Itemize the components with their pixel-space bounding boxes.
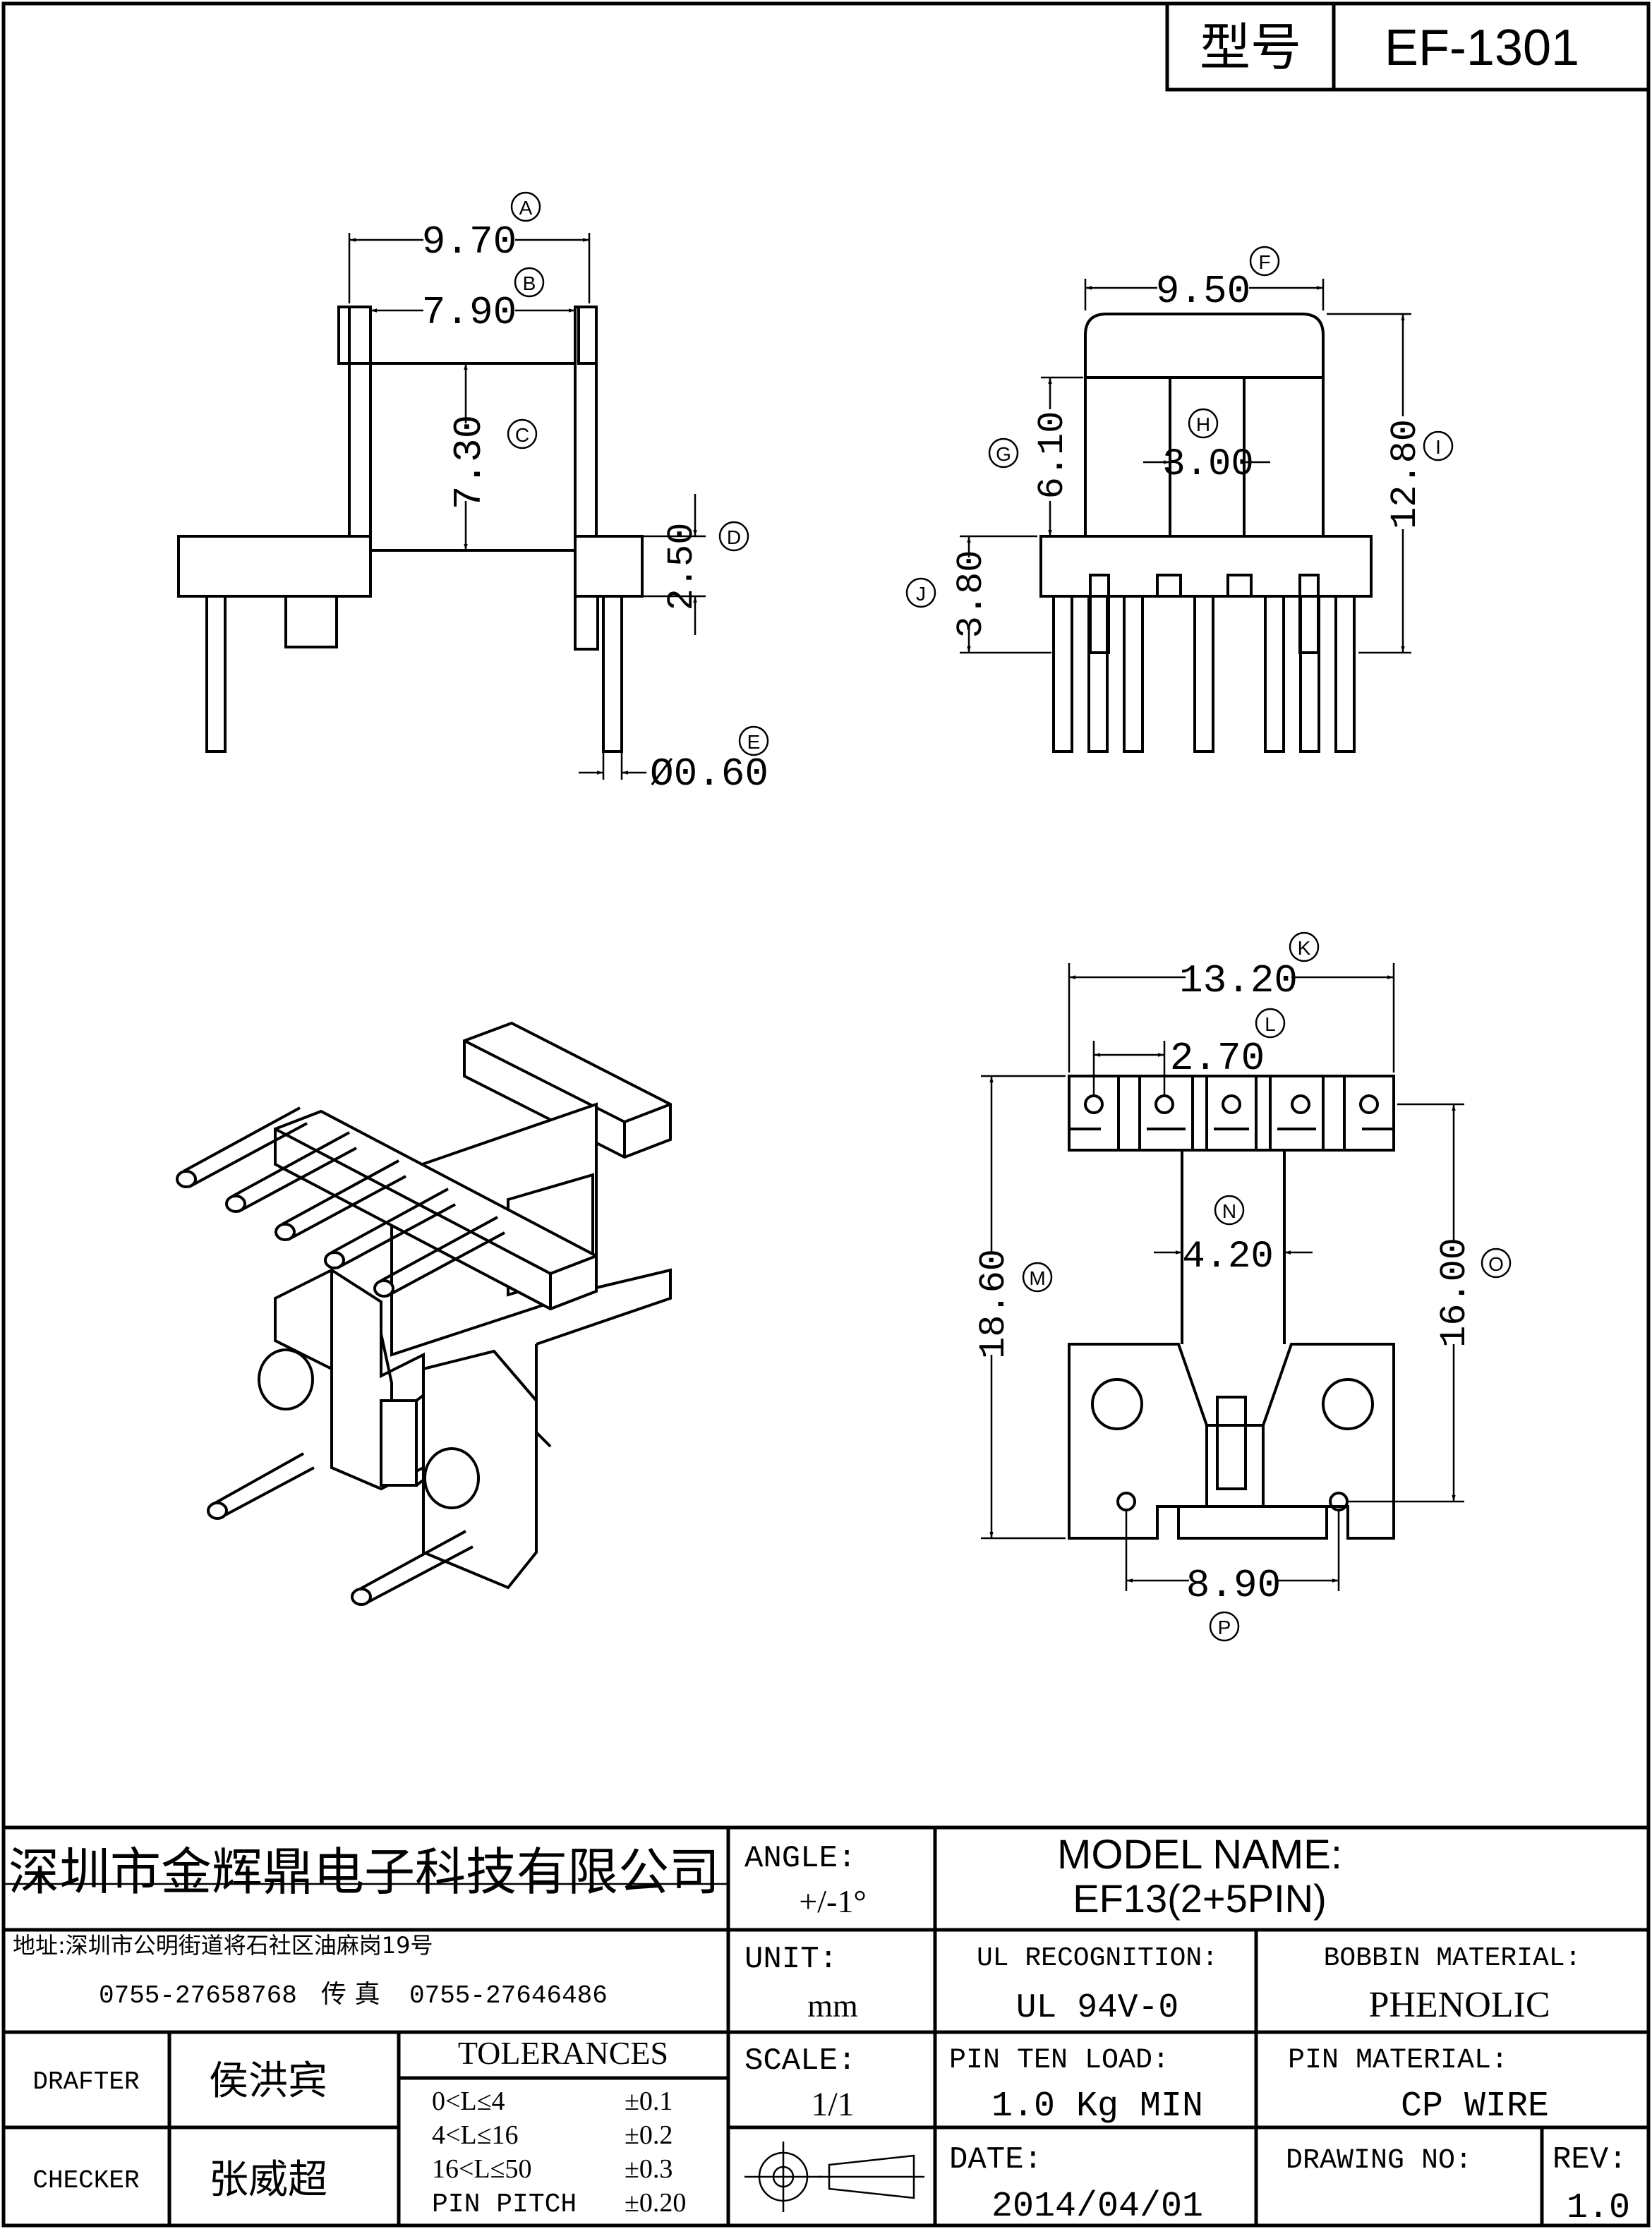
company-phone: 0755-27658768 xyxy=(99,1981,297,2010)
dim-h-tag: H xyxy=(1196,413,1210,435)
dim-p-value: 8.90 xyxy=(1186,1563,1281,1608)
dim-f-tag: F xyxy=(1258,251,1270,273)
dim-m-value: 18.60 xyxy=(973,1249,1015,1359)
rev-value: 1.0 xyxy=(1567,2188,1630,2228)
dim-k-value: 13.20 xyxy=(1179,958,1298,1003)
dim-d-value: 2.50 xyxy=(661,523,703,611)
dim-g-tag: G xyxy=(996,443,1011,465)
tolerance-value-3: ±0.3 xyxy=(625,2154,673,2184)
tolerance-range-2: 4<L≤16 xyxy=(432,2120,519,2150)
angle-value: +/-1° xyxy=(799,1883,866,1919)
fax-label: 传 真 xyxy=(321,1980,380,2009)
dim-g-value: 6.10 xyxy=(1032,411,1073,500)
model-label: 型号 xyxy=(1200,18,1301,77)
dim-c-value: 7.30 xyxy=(447,415,492,509)
date-label: DATE: xyxy=(949,2142,1042,2177)
dim-c-tag: C xyxy=(515,424,529,446)
bobbin-material-value: PHENOLIC xyxy=(1368,1985,1550,2025)
unit-label: UNIT: xyxy=(744,1942,838,1977)
unit-value: mm xyxy=(807,1988,858,2024)
dim-l-value: 2.70 xyxy=(1170,1036,1265,1081)
model-header-box: 型号 EF-1301 xyxy=(1165,1,1651,92)
pin-material-label: PIN MATERIAL: xyxy=(1288,2045,1508,2077)
drafter-label: DRAFTER xyxy=(32,2067,139,2096)
pin-material-value: CP WIRE xyxy=(1401,2086,1549,2127)
dim-l-tag: L xyxy=(1265,1013,1276,1035)
dim-o-value: 16.00 xyxy=(1434,1238,1476,1348)
dim-e-tag: E xyxy=(747,731,761,753)
dim-h-value: 3.00 xyxy=(1162,443,1254,486)
dim-b-value: 7.90 xyxy=(422,290,517,335)
drafter-name: 侯洪宾 xyxy=(209,2058,327,2104)
dim-n-value: 4.20 xyxy=(1182,1236,1274,1279)
tolerances-label: TOLERANCES xyxy=(458,2035,668,2071)
model-code: EF-1301 xyxy=(1385,20,1579,76)
dim-f-value: 9.50 xyxy=(1156,269,1250,314)
dim-o-tag: O xyxy=(1488,1253,1504,1275)
pin-ten-load-label: PIN TEN LOAD: xyxy=(949,2045,1169,2077)
company-fax: 0755-27646486 xyxy=(409,1981,608,2010)
model-name-label: MODEL NAME: xyxy=(1057,1832,1342,1878)
title-block: 深圳市金辉鼎电子科技有限公司 地址:深圳市公明街道将石社区油麻岗19号 0755… xyxy=(4,1825,1648,2228)
ul-label: UL RECOGNITION: xyxy=(977,1943,1218,1974)
rev-label: REV: xyxy=(1552,2142,1627,2177)
dim-e-value: Ø0.60 xyxy=(650,751,768,797)
tolerance-range-4: PIN PITCH xyxy=(432,2189,577,2220)
dim-j-value: 3.80 xyxy=(951,550,992,639)
ul-value: UL 94V-0 xyxy=(1016,1989,1178,2027)
tolerance-range-3: 16<L≤50 xyxy=(432,2154,532,2184)
isometric-view xyxy=(176,1021,672,1606)
tolerance-value-1: ±0.1 xyxy=(625,2086,673,2116)
dim-a-value: 9.70 xyxy=(422,219,517,265)
checker-label: CHECKER xyxy=(32,2166,139,2195)
scale-value: 1/1 xyxy=(811,2086,854,2123)
dim-i-tag: I xyxy=(1435,436,1441,458)
dim-p-tag: P xyxy=(1218,1617,1231,1638)
dim-k-tag: K xyxy=(1298,937,1311,959)
checker-name: 张威超 xyxy=(209,2157,327,2203)
angle-label: ANGLE: xyxy=(744,1841,856,1876)
bobbin-material-label: BOBBIN MATERIAL: xyxy=(1324,1943,1581,1974)
company-name: 深圳市金辉鼎电子科技有限公司 xyxy=(8,1842,720,1902)
tolerance-range-1: 0<L≤4 xyxy=(432,2086,505,2116)
side-view: 9.70 A 7.90 B 7.30 C 2.50 D Ø0.60 E xyxy=(177,191,769,797)
company-address: 地址:深圳市公明街道将石社区油麻岗19号 xyxy=(13,1932,433,1959)
dim-m-tag: M xyxy=(1029,1267,1045,1289)
model-name-value: EF13(2+5PIN) xyxy=(1073,1876,1327,1921)
front-view: 9.50 F 6.10 G 3.00 H 12.80 I 3.80 J xyxy=(905,246,1454,753)
pin-ten-load-value: 1.0 Kg MIN xyxy=(991,2086,1203,2127)
tolerance-value-2: ±0.2 xyxy=(625,2120,673,2150)
dim-a-tag: A xyxy=(519,197,533,219)
dim-i-value: 12.80 xyxy=(1385,419,1426,529)
dim-j-tag: J xyxy=(916,583,926,605)
dim-d-tag: D xyxy=(727,526,741,548)
scale-label: SCALE: xyxy=(744,2043,856,2079)
projection-symbol xyxy=(744,2142,924,2212)
drawing-no-label: DRAWING NO: xyxy=(1286,2145,1472,2177)
bottom-view: 13.20 K 2.70 L 18.60 M 4.20 N 16.00 O xyxy=(973,931,1512,1642)
date-value: 2014/04/01 xyxy=(991,2187,1203,2227)
dim-n-tag: N xyxy=(1222,1200,1236,1222)
tolerance-value-4: ±0.20 xyxy=(625,2188,686,2218)
dim-b-tag: B xyxy=(523,272,536,294)
